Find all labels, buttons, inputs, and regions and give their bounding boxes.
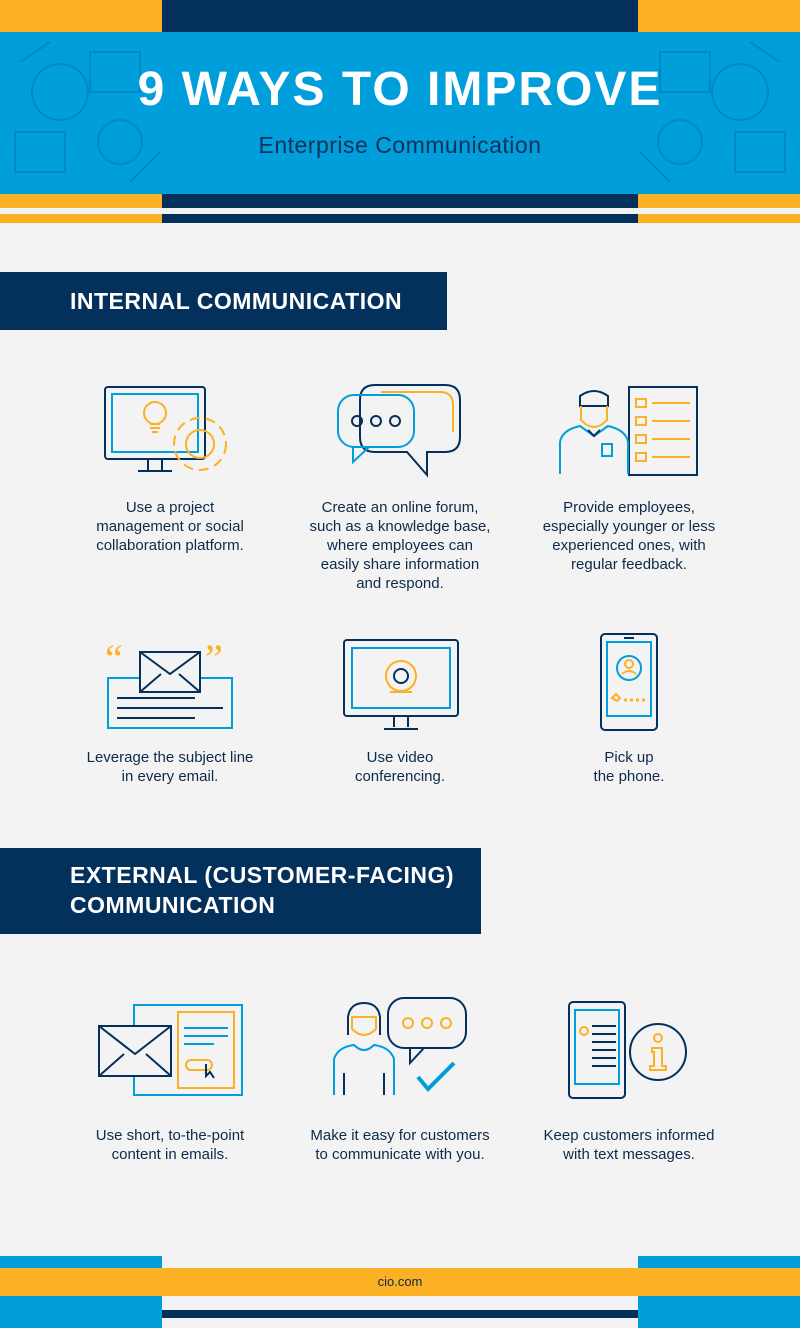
video-webcam-monitor-icon [343,639,459,730]
footer-stripe [638,1256,800,1268]
svg-text:“: “ [105,638,123,681]
header-stripe [162,194,638,208]
header-pattern-left-icon [14,41,161,183]
header-accent-right [638,0,800,32]
footer-bar [0,1268,800,1296]
employee-checklist-icon [559,386,698,476]
section-heading-external: EXTERNAL (CUSTOMER-FACING) COMMUNICATION [0,848,481,934]
item-caption: Keep customers informed with text messag… [543,1127,715,1163]
item-caption: Leverage the subject line in every email… [86,749,254,785]
header-stripe [0,214,162,223]
header-stripe [162,214,638,223]
header-stripe [0,194,162,208]
item-caption: Use video conferencing. [354,749,446,785]
section-heading-line: COMMUNICATION [70,892,276,918]
header-banner [0,32,800,194]
item-caption: Use a project management or social colla… [96,499,244,554]
page-title: 9 WAYS TO IMPROVE [137,63,663,116]
footer-stripe [638,1296,800,1328]
envelope-document-icon [98,1004,243,1096]
footer-stripe [0,1296,162,1328]
phone-info-icon [568,1001,687,1099]
item-caption: Provide employees, especially younger or… [542,499,716,573]
header-pattern-right-icon [639,41,786,183]
footer-stripe [0,1256,162,1268]
header-accent-left [0,0,162,32]
item-caption: Use short, to-the-point content in email… [95,1127,245,1163]
footer-stripe [162,1310,638,1318]
section-heading-internal: INTERNAL COMMUNICATION [0,272,447,330]
email-quotes-icon: “ ” [105,638,233,729]
svg-text:”: ” [205,638,223,681]
monitor-lightbulb-gear-icon [104,386,227,472]
mobile-phone-call-icon [600,633,658,731]
header-stripe [638,214,800,223]
section-heading-line: EXTERNAL (CUSTOMER-FACING) [70,862,454,888]
item-caption: Create an online forum, such as a knowle… [309,499,491,592]
item-caption: Pick up the phone. [593,749,665,785]
item-caption: Make it easy for customers to communicat… [310,1127,490,1163]
header-accent-center [162,0,638,32]
page-subtitle: Enterprise Communication [258,132,542,158]
footer-source: cio.com [377,1274,423,1289]
customer-chat-check-icon [333,997,467,1095]
speech-bubbles-icon [337,384,461,478]
header-stripe [638,194,800,208]
